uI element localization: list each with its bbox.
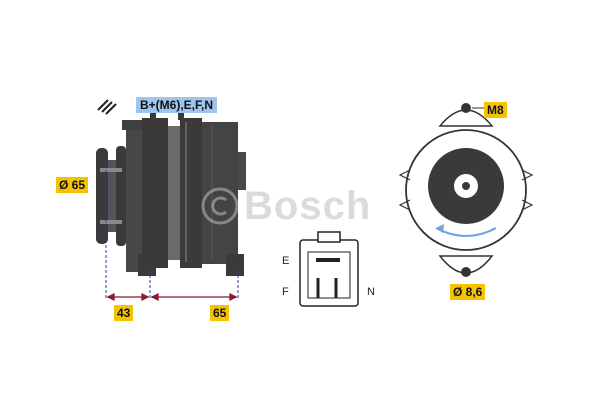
pulley-diameter-label: Ø 65 xyxy=(56,177,89,193)
dimension-lines xyxy=(105,150,239,300)
plug-pin-e-label: E xyxy=(282,255,290,267)
mount-foot-right xyxy=(226,254,244,276)
alternator-front-view xyxy=(398,103,534,277)
double-slash-icon xyxy=(97,99,117,115)
copyright-icon xyxy=(201,187,239,225)
brand-watermark: Bosch xyxy=(200,182,400,230)
mount-foot-left xyxy=(138,254,156,276)
plug-connector xyxy=(299,231,359,307)
front-housing xyxy=(126,126,142,272)
plug-pin-f-label: F xyxy=(282,286,289,298)
watermark-brand-text: Bosch xyxy=(244,183,372,228)
hole-diameter-label: Ø 8,6 xyxy=(450,284,486,300)
connector-terminal-label: B+(M6),E,F,N xyxy=(136,97,218,113)
plug-pin-n-label: N xyxy=(367,286,375,298)
mount-thread-label: M8 xyxy=(484,102,507,118)
dimension-right-label: 65 xyxy=(210,305,230,321)
dimension-arrows xyxy=(106,292,238,302)
dimension-left-label: 43 xyxy=(114,305,134,321)
pulley xyxy=(96,146,126,246)
alternator-side-view xyxy=(96,110,246,276)
